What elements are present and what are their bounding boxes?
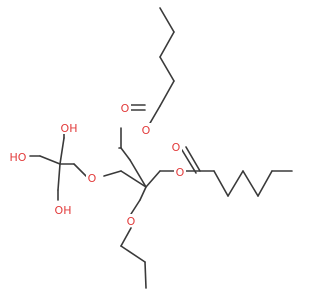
- bond-lines: [29, 7, 293, 289]
- carbonyl-oxygen-top: O: [121, 102, 130, 115]
- hydroxyl-top: OH: [61, 122, 78, 135]
- molecule-diagram: O O O O O O OH HO OH: [7, 7, 293, 289]
- ester-oxygen-right: O: [176, 166, 185, 179]
- ester-oxygen-top: O: [142, 124, 151, 137]
- ether-oxygen-left: O: [88, 172, 97, 185]
- atom-labels: O O O O O O OH HO OH: [7, 101, 186, 228]
- hydroxyl-left: HO: [10, 151, 27, 164]
- hydroxyl-bottom: OH: [55, 204, 72, 217]
- carbonyl-oxygen-right: O: [172, 141, 181, 154]
- propoxy-oxygen: O: [127, 215, 136, 228]
